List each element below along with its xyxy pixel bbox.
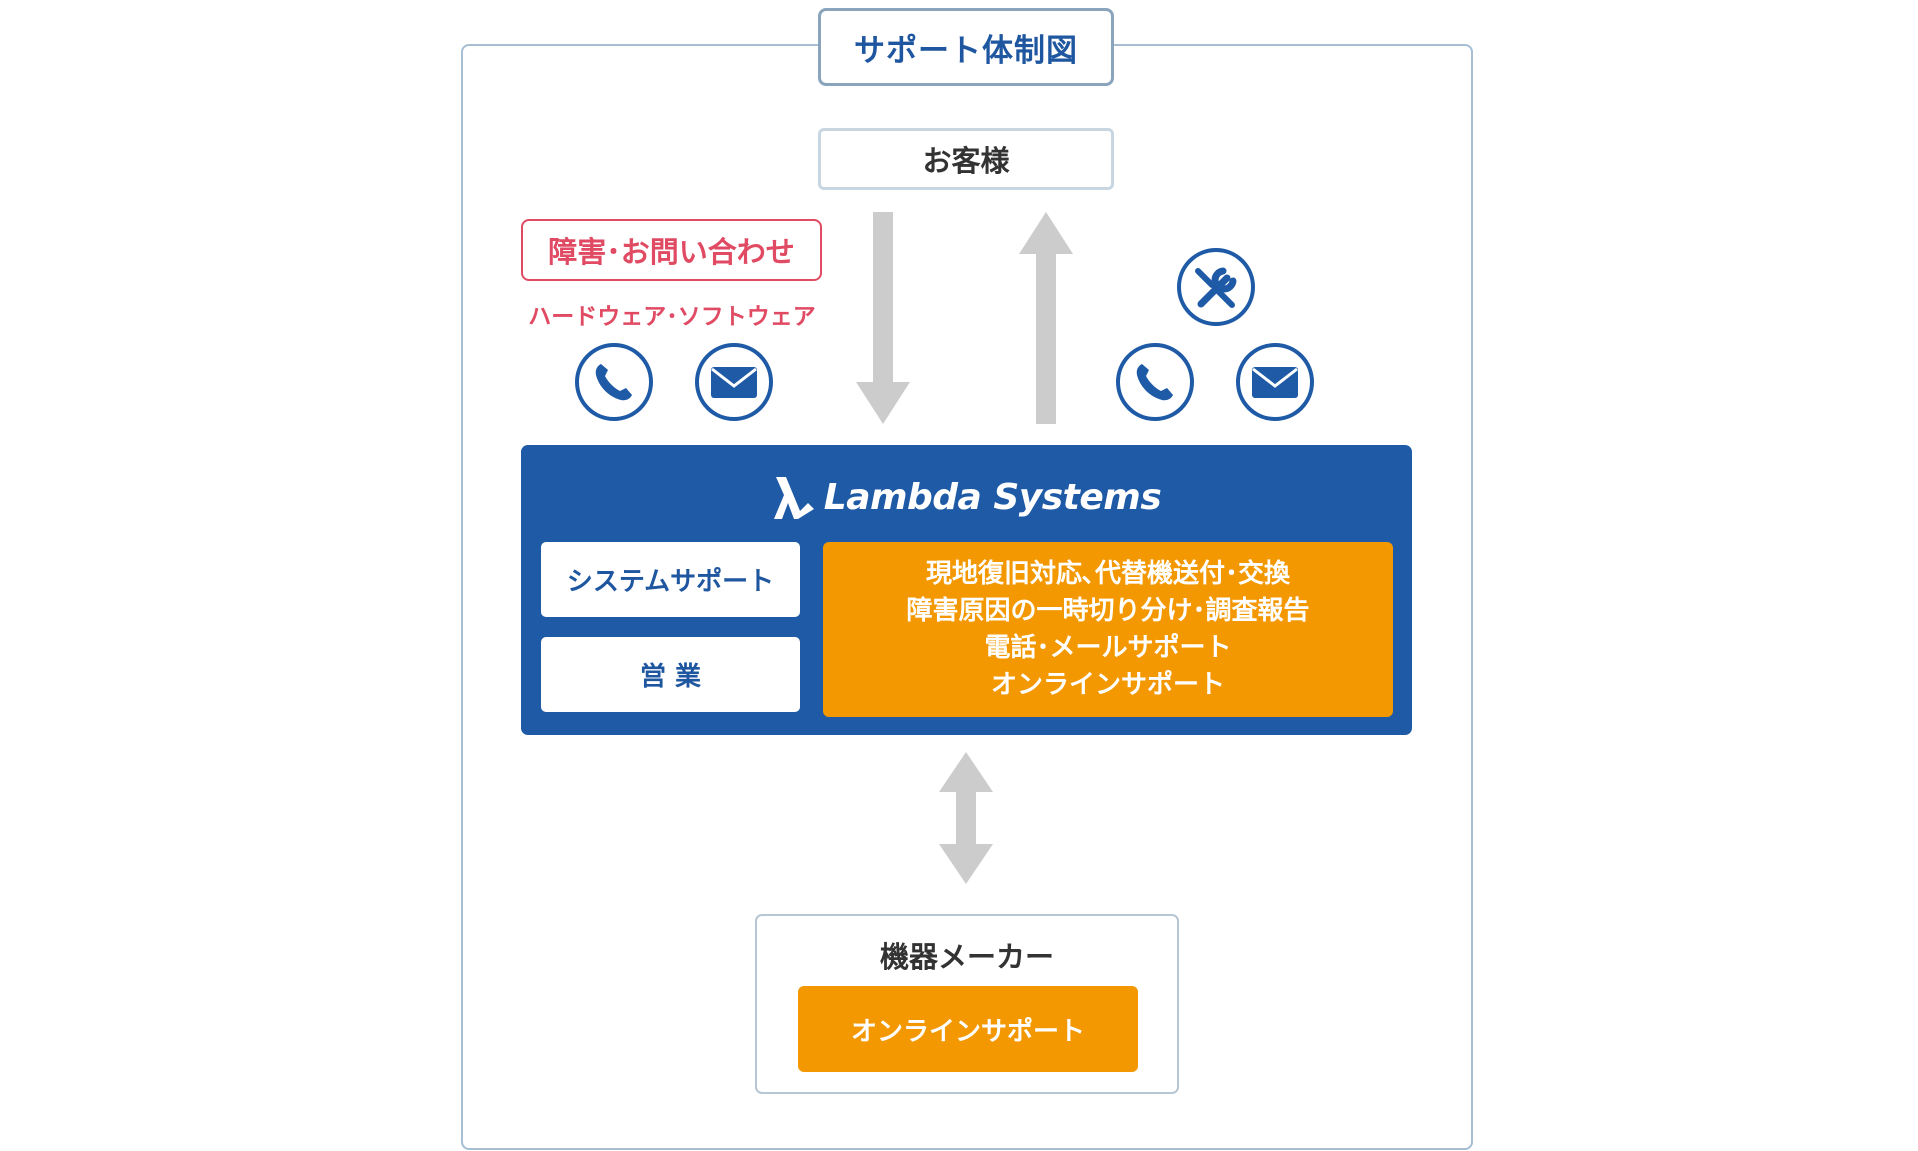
maker-title: 機器メーカー [879,940,1054,974]
inquiry-sublabel: ハードウェア･ソフトウェア [528,304,816,330]
arrow-up-to-customer [1019,212,1073,424]
maker-online-support: オンラインサポート [798,986,1138,1072]
arrow-bidirectional [939,752,993,884]
customer-box: お客様 [818,128,1114,190]
company-block: Lambda Systems システムサポート 営 業 現地復旧対応､代替機送付… [521,445,1412,735]
inquiry-label: 障害･お問い合わせ [521,219,822,281]
phone-icon [575,343,653,421]
service-item: 障害原因の一時切り分け･調査報告 [906,595,1310,626]
company-logo: Lambda Systems [521,467,1412,527]
maker-block: 機器メーカー オンラインサポート [755,914,1179,1094]
tools-icon [1177,248,1255,326]
service-item: 現地復旧対応､代替機送付･交換 [925,558,1290,589]
diagram-title: サポート体制図 [818,8,1114,86]
arrow-down-to-company [856,212,910,424]
services-box: 現地復旧対応､代替機送付･交換 障害原因の一時切り分け･調査報告 電話･メールサ… [823,542,1393,717]
dept-system-support: システムサポート [541,542,800,617]
phone-icon [1116,343,1194,421]
company-name: Lambda Systems [823,476,1162,518]
mail-icon [1236,343,1314,421]
lambda-logo-icon [773,477,814,519]
mail-icon [695,343,773,421]
service-item: 電話･メールサポート [984,632,1232,663]
dept-sales: 営 業 [541,637,800,712]
service-item: オンラインサポート [990,669,1225,700]
